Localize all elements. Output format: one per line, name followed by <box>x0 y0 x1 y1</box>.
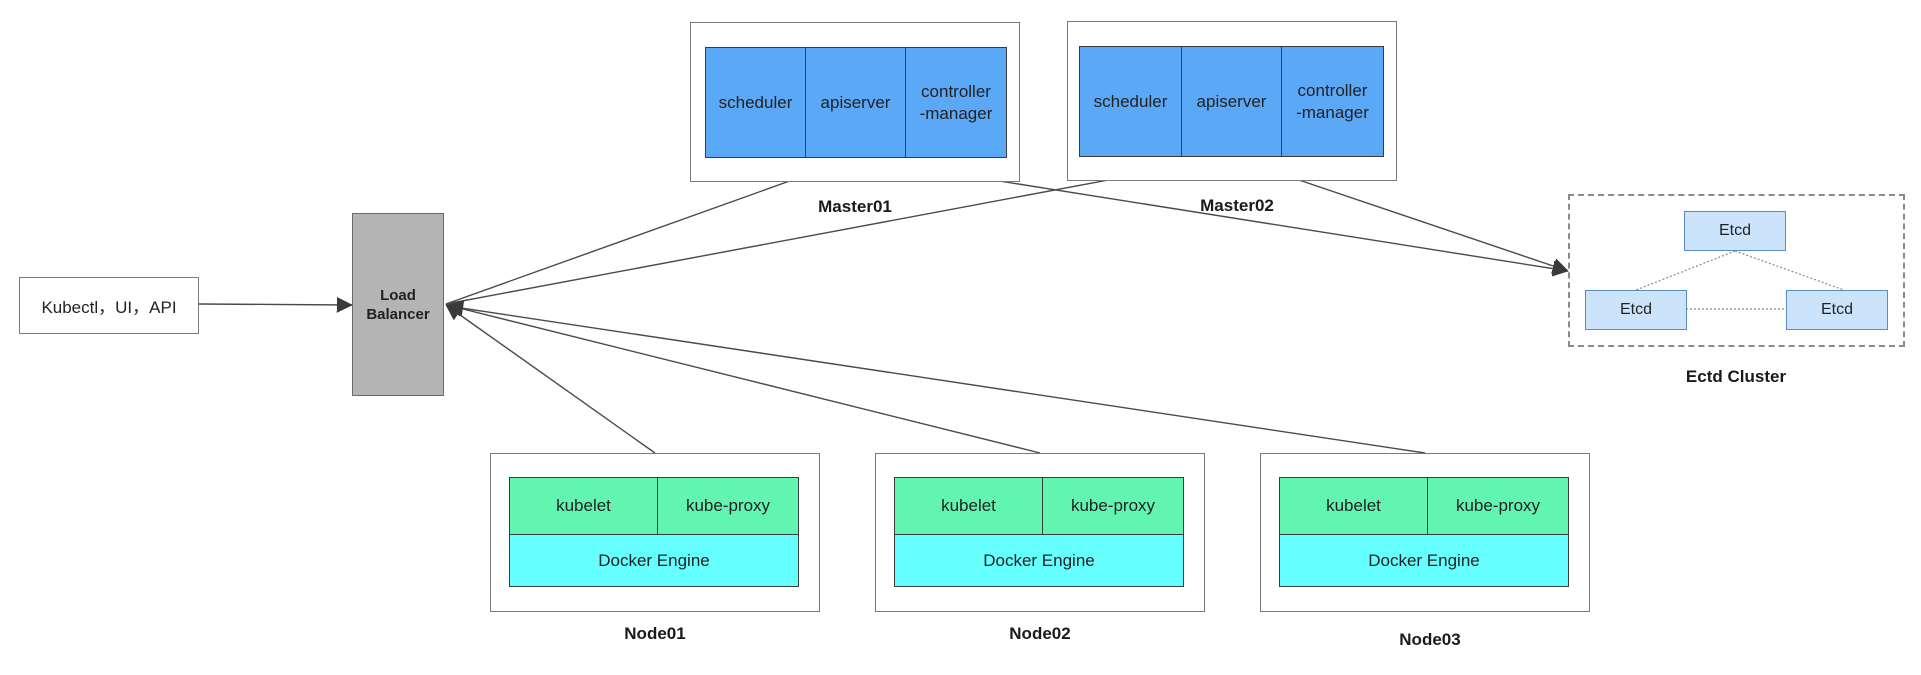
node03-kubelet: kubelet <box>1279 477 1428 535</box>
node01-caption: Node01 <box>624 624 686 643</box>
master01-caption: Master01 <box>818 197 892 216</box>
component-label: apiserver <box>1196 91 1267 111</box>
lb-to-master02-arrow <box>445 151 1232 305</box>
component-label: apiserver <box>820 92 891 112</box>
etcd-link <box>1635 250 1736 291</box>
component-label: scheduler <box>1093 91 1168 111</box>
etcd-cluster-frame <box>1568 194 1905 347</box>
node01-docker-engine: Docker Engine <box>509 534 799 587</box>
master01-scheduler: scheduler <box>705 47 806 158</box>
node03-to-lb-arrow <box>447 300 1426 454</box>
client-box: Kubectl，UI，API <box>19 277 199 334</box>
component-label: kube-proxy <box>1070 496 1156 515</box>
node02-docker-engine: Docker Engine <box>894 534 1184 587</box>
master01-apiserver: apiserver <box>805 47 906 158</box>
master02-caption: Master02 <box>1200 196 1274 215</box>
client-label: Kubectl，UI，API <box>41 298 177 317</box>
component-label: controller -manager <box>1296 80 1369 122</box>
master02-controller-manager: controller -manager <box>1281 46 1384 157</box>
runtime-label: Docker Engine <box>598 550 710 570</box>
component-label: scheduler <box>718 92 793 112</box>
etcd-node-right: Etcd <box>1786 290 1888 330</box>
etcd-cluster-caption: Ectd Cluster <box>1685 367 1787 386</box>
node03-kube-proxy: kube-proxy <box>1427 477 1569 535</box>
node02-kubelet: kubelet <box>894 477 1043 535</box>
client-to-lb-arrow <box>198 296 353 313</box>
component-label: kubelet <box>1326 496 1381 515</box>
master02-scheduler: scheduler <box>1079 46 1182 157</box>
node03-docker-engine: Docker Engine <box>1279 534 1569 587</box>
runtime-label: Docker Engine <box>983 550 1095 570</box>
etcd-label: Etcd <box>1718 222 1751 239</box>
load-balancer: Load Balancer <box>352 213 444 396</box>
component-label: kubelet <box>556 496 611 515</box>
node01-kube-proxy: kube-proxy <box>657 477 799 535</box>
node02-kube-proxy: kube-proxy <box>1042 477 1184 535</box>
component-label: controller -manager <box>919 81 993 123</box>
runtime-label: Docker Engine <box>1368 550 1480 570</box>
component-label: kube-proxy <box>685 496 771 515</box>
master02-apiserver: apiserver <box>1181 46 1282 157</box>
node01-kubelet: kubelet <box>509 477 658 535</box>
etcd-node-top: Etcd <box>1684 211 1786 251</box>
component-label: kube-proxy <box>1455 496 1541 515</box>
etcd-label: Etcd <box>1619 301 1652 318</box>
node02-caption: Node02 <box>1009 624 1071 643</box>
component-label: kubelet <box>941 496 996 515</box>
lb-to-master01-arrow <box>445 155 855 305</box>
node01-to-lb-arrow <box>445 304 656 454</box>
etcd-node-left: Etcd <box>1585 290 1687 330</box>
node03-caption: Node03 <box>1399 630 1461 649</box>
etcd-label: Etcd <box>1820 301 1853 318</box>
load-balancer-label: Load Balancer <box>366 286 430 323</box>
etcd-link <box>1734 250 1845 291</box>
master01-controller-manager: controller -manager <box>905 47 1007 158</box>
node02-to-lb-arrow <box>446 300 1041 454</box>
